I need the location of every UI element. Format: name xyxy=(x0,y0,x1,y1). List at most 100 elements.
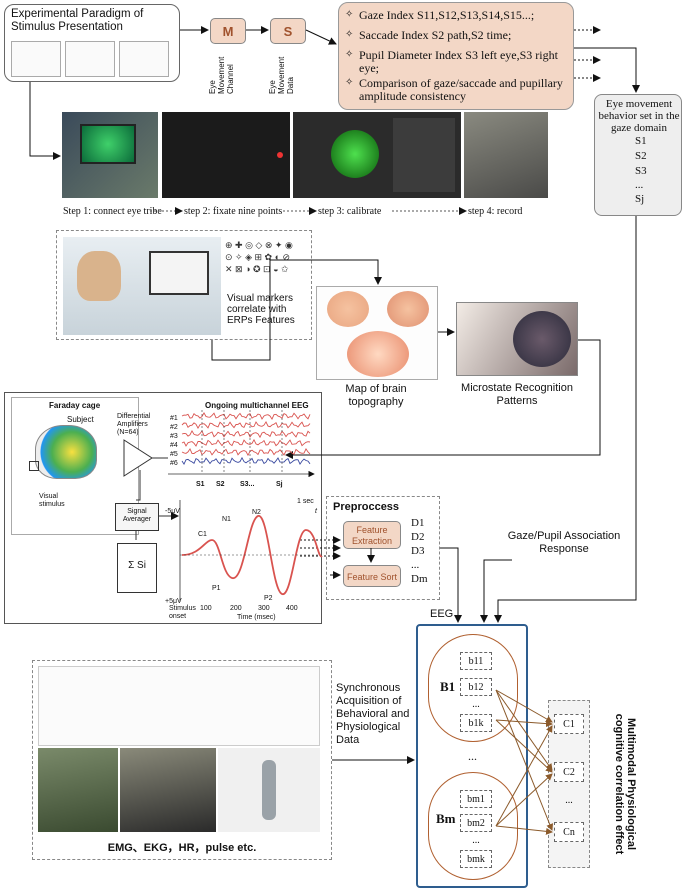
behavior-set-box: Eye movement behavior set in the gaze do… xyxy=(594,94,682,216)
ch5-label: #5 xyxy=(170,451,178,458)
c-dots: ... xyxy=(565,795,573,806)
stimulus-panel-2 xyxy=(65,41,115,77)
visual-markers-panel: ⊕ ✚ ◎ ◇ ⊗ ✦ ◉⊙ ✧ ◈ ⊞ ✿ ◐ ⊘✕ ⊠ ◑ ✪ ⊡ ◒ ✩ … xyxy=(56,230,312,340)
ch6-label: #6 xyxy=(170,460,178,467)
tick-100: 100 xyxy=(200,605,212,612)
index-box: Gaze Index S11,S12,S13,S14,S15...; Sacca… xyxy=(338,2,574,110)
d1-label: D1 xyxy=(411,517,425,529)
motion-capture-view xyxy=(218,748,320,832)
signal-monitor-screenshot xyxy=(38,666,320,746)
behavior-s2: S2 xyxy=(635,150,647,162)
b11-label: b11 xyxy=(468,656,484,667)
emg-label: EMG、EKG，HR，pulse etc. xyxy=(107,842,257,854)
behavior-s1: S1 xyxy=(635,135,647,147)
paradigm-title: Experimental Paradigm of Stimulus Presen… xyxy=(11,8,144,33)
paradigm-panel: Experimental Paradigm of Stimulus Presen… xyxy=(4,4,180,82)
peak-n2: N2 xyxy=(252,509,261,516)
bm2-label: bm2 xyxy=(467,818,485,829)
cn-box: Cn xyxy=(554,822,584,842)
sec-label: 1 sec xyxy=(297,498,314,505)
eeg-title: EEG xyxy=(430,608,454,620)
d3-label: D3 xyxy=(411,545,425,557)
step3-label: step 3: calibrate xyxy=(318,206,382,217)
monitor-image xyxy=(149,251,209,295)
c1-box: C1 xyxy=(554,714,584,734)
stim-onset-label: Stimulus onset xyxy=(169,605,196,620)
bm1-box: bm1 xyxy=(460,790,492,808)
marker-sj: Sj xyxy=(276,481,283,488)
step2-label: step 2: fixate nine points xyxy=(184,206,283,217)
tick-300: 300 xyxy=(258,605,270,612)
brain-map-3 xyxy=(347,331,409,377)
tick-400: 400 xyxy=(286,605,298,612)
t-label: t xyxy=(315,508,317,515)
signal-averager-label: Signal Averager xyxy=(122,508,152,523)
visual-stimulus-label: Visual stimulus xyxy=(39,493,65,508)
saccade-index: Saccade Index S2 path,S2 time; xyxy=(359,28,512,42)
sum-label: Σ Si xyxy=(128,560,146,571)
bullet-icon: ✧ xyxy=(345,29,354,40)
bmk-label: bmk xyxy=(467,854,485,865)
bm2-box: bm2 xyxy=(460,814,492,832)
brain-map-2 xyxy=(387,291,429,327)
preprocess-title: Preproccess xyxy=(333,501,400,513)
bm-label: Bm xyxy=(436,811,456,826)
arrow-paradigm-steps xyxy=(29,82,61,160)
marker-s1: S1 xyxy=(196,481,205,488)
s-data-box: S xyxy=(270,18,306,44)
subject-label: Subject xyxy=(67,415,94,424)
marker-s3: S3... xyxy=(240,481,255,488)
stimulus-panel-3 xyxy=(119,41,169,77)
red-dot xyxy=(277,152,283,158)
sum-box xyxy=(117,543,157,593)
amplifiers-label: Differential Amplifiers (N=64) xyxy=(117,413,151,436)
b11-box: b11 xyxy=(460,652,492,670)
microstate-photo xyxy=(456,302,578,376)
bullet-icon: ✧ xyxy=(345,9,354,20)
behavior-sj: Sj xyxy=(635,193,645,205)
b12-box: b12 xyxy=(460,678,492,696)
peak-n1: N1 xyxy=(222,516,231,523)
b1-dots: ... xyxy=(472,699,480,710)
gaze-pupil-label: Gaze/Pupil Association Response xyxy=(507,530,621,555)
eeg-dots: ... xyxy=(468,749,477,763)
person-head xyxy=(77,251,121,301)
preprocess-panel: Preproccess Feature Extraction Feature S… xyxy=(326,496,440,600)
step3-photo xyxy=(293,112,461,198)
microstate-label: Microstate Recognition Patterns xyxy=(461,382,573,407)
step4-label: step 4: record xyxy=(468,206,523,217)
peak-p1: P1 xyxy=(212,585,221,592)
dm-label: Dm xyxy=(411,573,428,585)
peak-p2: P2 xyxy=(264,595,273,602)
workshop-photo-2 xyxy=(120,748,216,832)
bmk-box: bmk xyxy=(460,850,492,868)
s-data-text: Eye Movement Data xyxy=(268,56,295,94)
arrow-gaze-eeg xyxy=(480,559,512,623)
gaze-index: Gaze Index S11,S12,S13,S14,S15...; xyxy=(359,8,535,22)
pupil-index: Pupil Diameter Index S3 left eye,S3 righ… xyxy=(359,48,558,75)
faraday-label: Faraday cage xyxy=(49,401,101,410)
eeg-acquisition-panel: Faraday cage Ongoing multichannel EEG Su… xyxy=(4,392,322,624)
feature-extraction-box: Feature Extraction xyxy=(343,521,401,549)
b1k-box: b1k xyxy=(460,714,492,732)
microstate-cap xyxy=(513,311,571,367)
laptop-image xyxy=(80,124,136,164)
arrow-s-index xyxy=(305,29,337,45)
eeg-subject-photo xyxy=(63,237,221,335)
d-dots: ... xyxy=(411,559,420,571)
ch3-label: #3 xyxy=(170,433,178,440)
b1k-label: b1k xyxy=(468,718,484,729)
arrow-index-behavior xyxy=(574,47,640,93)
bullet-icon: ✧ xyxy=(345,49,354,60)
ch4-label: #4 xyxy=(170,442,178,449)
step2-photo xyxy=(162,112,290,198)
ch1-label: #1 xyxy=(170,415,178,422)
marker-s2: S2 xyxy=(216,481,225,488)
step4-photo xyxy=(464,112,548,198)
c2-label: C2 xyxy=(563,767,575,778)
step1-photo xyxy=(62,112,158,198)
figure-icon xyxy=(262,760,276,820)
arrow-behavior-eeg xyxy=(494,216,637,623)
b12-label: b12 xyxy=(468,682,484,693)
workshop-photo-1 xyxy=(38,748,118,832)
